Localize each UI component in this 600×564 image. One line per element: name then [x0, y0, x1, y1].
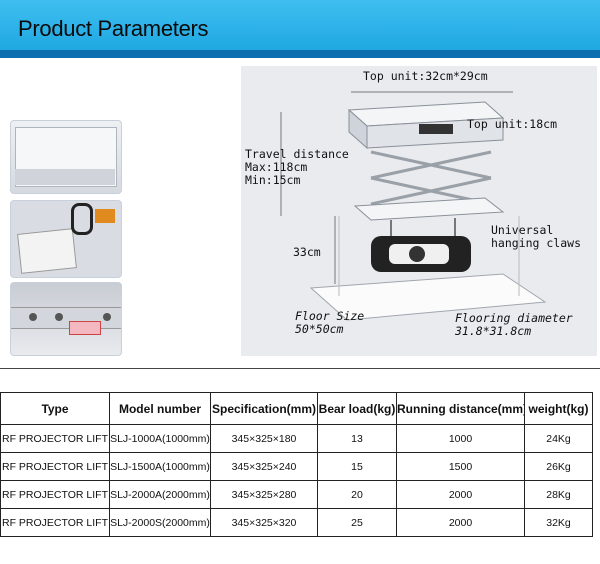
header-banner: Product Parameters [0, 0, 600, 58]
cable-shape [71, 203, 93, 235]
table-row: RF PROJECTOR LIFT SLJ-2000S(2000mm) 345×… [0, 508, 593, 537]
column-header: Bear load(kg) [317, 392, 397, 425]
top-unit-connector [419, 124, 453, 134]
table-cell: 20 [317, 480, 397, 509]
scissor-arms [370, 150, 492, 206]
bolt-shape [103, 313, 111, 321]
table-row: RF PROJECTOR LIFT SLJ-1500A(1000mm) 345×… [0, 452, 593, 481]
remote-receiver-photo [10, 200, 122, 278]
table-cell: 345×325×280 [210, 480, 318, 509]
table-row: RF PROJECTOR LIFT SLJ-2000A(2000mm) 345×… [0, 480, 593, 509]
table-cell: 15 [317, 452, 397, 481]
table-cell: 1000 [396, 424, 525, 453]
travel-max-label: Max:118cm [245, 160, 308, 174]
table-cell: SLJ-2000A(2000mm) [109, 480, 211, 509]
table-cell: RF PROJECTOR LIFT [0, 480, 110, 509]
lower-plate-shape [353, 197, 505, 221]
flooring-diameter-label: Flooring diameter [455, 311, 573, 325]
page-title: Product Parameters [18, 16, 209, 41]
projector-lens [409, 246, 425, 262]
receiver-label-shape [95, 209, 115, 223]
floor-size-value: 50*50cm [295, 322, 344, 336]
top-unit-size-label: Top unit:32cm*29cm [363, 69, 488, 83]
table-cell: 2000 [396, 508, 525, 537]
table-cell: RF PROJECTOR LIFT [0, 452, 110, 481]
table-cell: 1500 [396, 452, 525, 481]
top-unit-height-label: Top unit:18cm [467, 117, 558, 131]
ceiling-plate-edge [15, 169, 115, 185]
floor-size-label: Floor Size [295, 309, 365, 323]
table-cell: 345×325×180 [210, 424, 318, 453]
table-cell: 345×325×320 [210, 508, 318, 537]
table-cell: RF PROJECTOR LIFT [0, 508, 110, 537]
table-cell: 13 [317, 424, 397, 453]
ceiling-plate-photo [10, 120, 122, 194]
travel-min-label: Min:15cm [245, 173, 301, 187]
travel-distance-label: Travel distance [245, 147, 349, 161]
receiver-box-shape [17, 228, 77, 274]
table-cell: RF PROJECTOR LIFT [0, 424, 110, 453]
table-cell: 26Kg [524, 452, 593, 481]
header-underline [0, 50, 600, 58]
table-header-row: Type Model number Specification(mm) Bear… [0, 392, 593, 425]
column-header: Model number [109, 392, 211, 425]
column-header: Specification(mm) [210, 392, 318, 425]
table-cell: SLJ-1000A(1000mm) [109, 424, 211, 453]
table-row: RF PROJECTOR LIFT SLJ-1000A(1000mm) 345×… [0, 424, 593, 453]
height-33-label: 33cm [293, 245, 321, 259]
floor-panel-shape [309, 273, 547, 321]
bolt-shape [29, 313, 37, 321]
table-cell: SLJ-2000S(2000mm) [109, 508, 211, 537]
universal-claws-label-1: Universal [491, 223, 554, 237]
top-unit-front [348, 108, 368, 150]
spec-table: Type Model number Specification(mm) Bear… [0, 392, 593, 537]
column-header: weight(kg) [524, 392, 593, 425]
table-cell: 2000 [396, 480, 525, 509]
column-header: Type [0, 392, 110, 425]
flooring-diameter-value: 31.8*31.8cm [455, 324, 532, 338]
column-header: Running distance(mm) [396, 392, 525, 425]
table-cell: SLJ-1500A(1000mm) [109, 452, 211, 481]
universal-claws-label-2: hanging claws [491, 236, 582, 250]
sticker-shape [69, 321, 101, 335]
rail-detail-photo [10, 282, 122, 356]
section-divider [0, 368, 600, 369]
bolt-shape [55, 313, 63, 321]
table-cell: 25 [317, 508, 397, 537]
table-cell: 28Kg [524, 480, 593, 509]
lift-diagram: Top unit:32cm*29cm Top unit:18cm Travel … [241, 66, 597, 356]
table-cell: 345×325×240 [210, 452, 318, 481]
table-cell: 24Kg [524, 424, 593, 453]
lift-diagram-illustration [280, 91, 547, 321]
table-cell: 32Kg [524, 508, 593, 537]
